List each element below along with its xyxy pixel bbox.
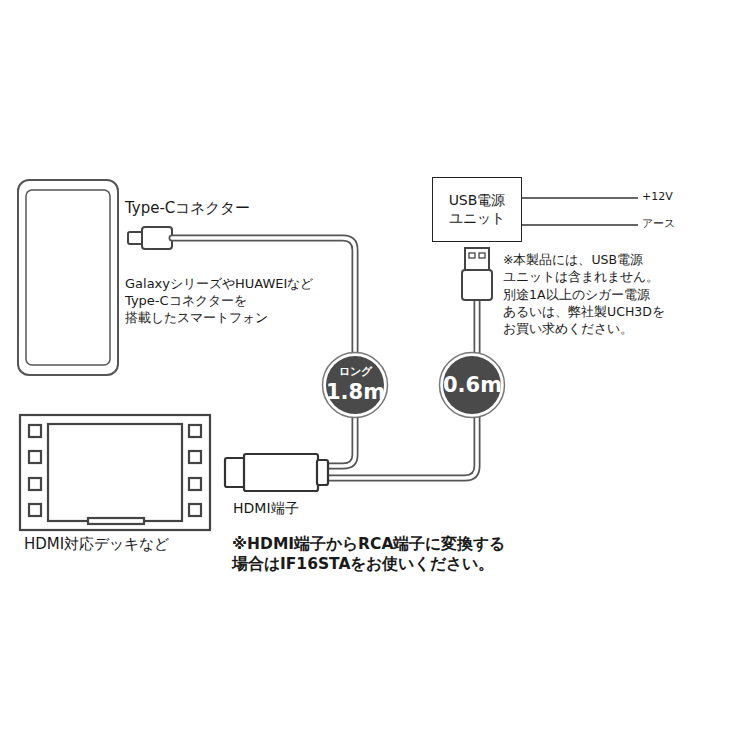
badge-fill (443, 356, 501, 414)
badge-ring (323, 353, 388, 418)
power-unit-box: USB電源 ユニット (432, 177, 522, 242)
note-text: ※HDMI端子からRCA端子に変換する 場合はIF16STAをお使いください。 (232, 534, 562, 574)
badge-fill (326, 356, 384, 414)
length-badge: 0.6m (438, 351, 506, 419)
power-wire (522, 198, 638, 225)
length-badge: ロング1.8m (321, 351, 389, 419)
usb-plug (462, 248, 492, 300)
power-label: +12V (642, 190, 732, 204)
type-c-plug (128, 227, 172, 249)
box-text: USB電源 ユニット (439, 192, 515, 227)
badge-ring (440, 353, 505, 418)
ground-label: アース (642, 217, 732, 231)
smartphone (18, 180, 118, 375)
badge-text: ロング (339, 365, 372, 379)
hdmi-deck (20, 415, 210, 530)
device-note: GalaxyシリーズやHUAWEIなど Type-Cコネクターを 搭載したスマー… (125, 276, 350, 327)
connector-label: Type-Cコネクター (125, 199, 325, 219)
terminal-label: HDMI端子 (233, 499, 353, 517)
hdmi-plug (225, 454, 328, 491)
note-text: ※本製品には、USB電源 ユニットは含まれません。 別途1A以上のシガー電源 あ… (503, 251, 718, 337)
badge-text: 0.6m (443, 372, 501, 398)
cable (172, 238, 477, 478)
deck-label: HDMI対応デッキなど (24, 535, 254, 555)
badge-text: 1.8m (326, 379, 384, 405)
